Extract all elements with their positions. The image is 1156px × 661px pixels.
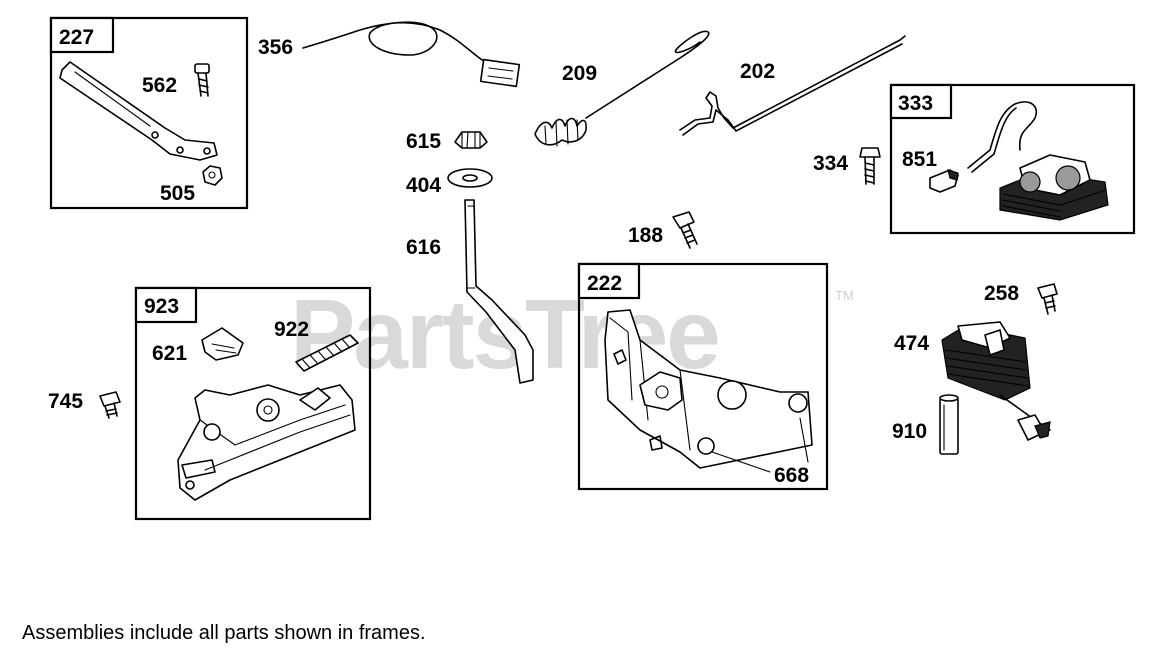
ignition-armature-part[interactable] [967,101,1109,221]
control-bracket-part[interactable] [177,384,356,501]
governor-link-202-part[interactable] [679,35,906,136]
screw-745-part[interactable] [99,391,121,419]
frame-333-assembly[interactable]: 333 [889,83,1136,235]
spacer-910-part[interactable] [939,394,959,455]
frame-227-label: 227 [59,26,94,49]
callout-202: 202 [740,60,775,83]
callout-745: 745 [48,390,83,413]
callout-851: 851 [902,148,937,171]
clip-851-part[interactable] [929,169,959,193]
screw-258-part[interactable] [1037,283,1058,315]
bushing-615-part[interactable] [454,131,488,149]
leader-668 [711,417,809,473]
nut-505-part[interactable] [202,165,223,186]
screw-188-part[interactable] [672,211,698,249]
frame-227-assembly[interactable]: 227 [49,16,249,210]
callout-910: 910 [892,420,927,443]
spring-922-part[interactable] [295,334,359,372]
clip-621-part[interactable] [201,327,244,361]
watermark-trademark: TM [835,288,854,303]
callout-188: 188 [628,224,663,247]
governor-spring-209-part[interactable] [534,30,710,147]
frame-333-label: 333 [898,92,933,115]
governor-shaft-616-part[interactable] [464,199,534,384]
frame-923-assembly[interactable]: 923 [134,286,372,521]
callout-668: 668 [774,464,809,487]
washer-404-part[interactable] [447,168,493,188]
ground-wire-356-part[interactable] [302,21,521,88]
screw-562-part[interactable] [194,63,210,97]
footnote: Assemblies include all parts shown in fr… [22,622,426,644]
callout-562: 562 [142,74,177,97]
callout-474: 474 [894,332,929,355]
callout-616: 616 [406,236,441,259]
frame-222-assembly[interactable]: 222 [577,262,829,491]
callout-505: 505 [160,182,195,205]
callout-258: 258 [984,282,1019,305]
frame-222-label: 222 [587,272,622,295]
callout-404: 404 [406,174,441,197]
frame-923-label: 923 [144,295,179,318]
callout-922: 922 [274,318,309,341]
armature-474-part[interactable] [941,321,1051,441]
screw-334-part[interactable] [859,147,881,185]
callout-334: 334 [813,152,848,175]
callout-621: 621 [152,342,187,365]
governor-lever-part[interactable] [59,61,218,161]
callout-209: 209 [562,62,597,85]
control-plate-part[interactable] [604,309,813,469]
callout-356: 356 [258,36,293,59]
callout-615: 615 [406,130,441,153]
